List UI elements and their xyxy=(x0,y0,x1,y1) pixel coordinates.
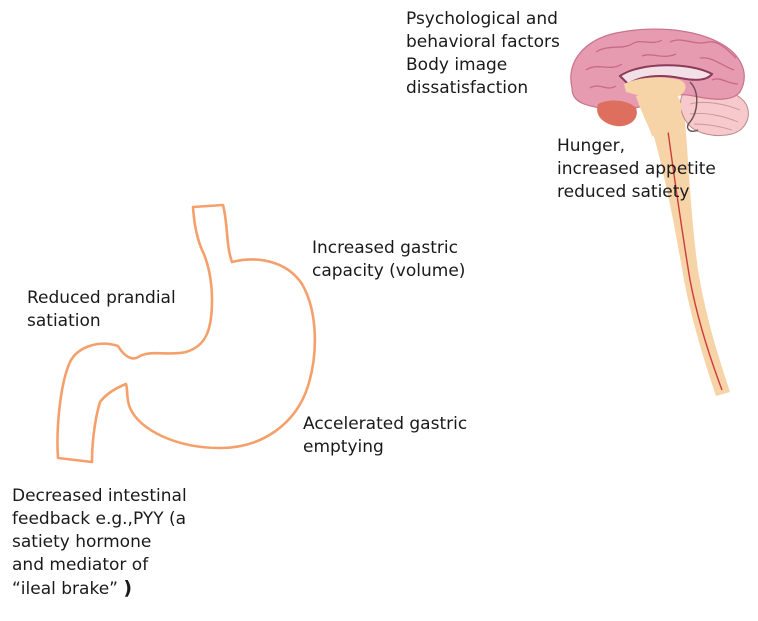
psychological-line-3: Body image xyxy=(406,54,560,77)
ileal-brake-text: “ileal brake” xyxy=(12,579,118,599)
prandial-satiation-label: Reduced prandial satiation xyxy=(27,287,176,333)
intestinal-feedback-line-1: Decreased intestinal xyxy=(12,485,187,508)
hunger-line-2: increased appetite xyxy=(557,158,716,181)
gastric-emptying-label: Accelerated gastric emptying xyxy=(303,413,467,459)
psychological-line-4: dissatisfaction xyxy=(406,77,560,100)
prandial-satiation-line-1: Reduced prandial xyxy=(27,287,176,310)
hunger-line-3: reduced satiety xyxy=(557,181,716,204)
brain-illustration xyxy=(571,29,748,396)
prandial-satiation-line-2: satiation xyxy=(27,310,176,333)
hypothalamus xyxy=(597,101,637,127)
intestinal-feedback-label: Decreased intestinal feedback e.g.,PYY (… xyxy=(12,485,187,601)
hunger-label: Hunger, increased appetite reduced satie… xyxy=(557,135,716,204)
gastric-capacity-line-2: capacity (volume) xyxy=(312,260,465,283)
stomach-illustration xyxy=(58,205,315,462)
gastric-emptying-line-2: emptying xyxy=(303,436,467,459)
psychological-factors-label: Psychological and behavioral factors Bod… xyxy=(406,8,560,100)
intestinal-feedback-line-3: satiety hormone xyxy=(12,531,187,554)
gastric-emptying-line-1: Accelerated gastric xyxy=(303,413,467,436)
intestinal-feedback-line-2: feedback e.g.,PYY (a xyxy=(12,508,187,531)
hunger-line-1: Hunger, xyxy=(557,135,716,158)
stomach-outline xyxy=(58,205,315,462)
intestinal-feedback-line-5: “ileal brake” ) xyxy=(12,577,187,601)
psychological-line-1: Psychological and xyxy=(406,8,560,31)
closing-paren: ) xyxy=(123,577,132,599)
gastric-capacity-line-1: Increased gastric xyxy=(312,237,465,260)
psychological-line-2: behavioral factors xyxy=(406,31,560,54)
intestinal-feedback-line-4: and mediator of xyxy=(12,554,187,577)
gastric-capacity-label: Increased gastric capacity (volume) xyxy=(312,237,465,283)
